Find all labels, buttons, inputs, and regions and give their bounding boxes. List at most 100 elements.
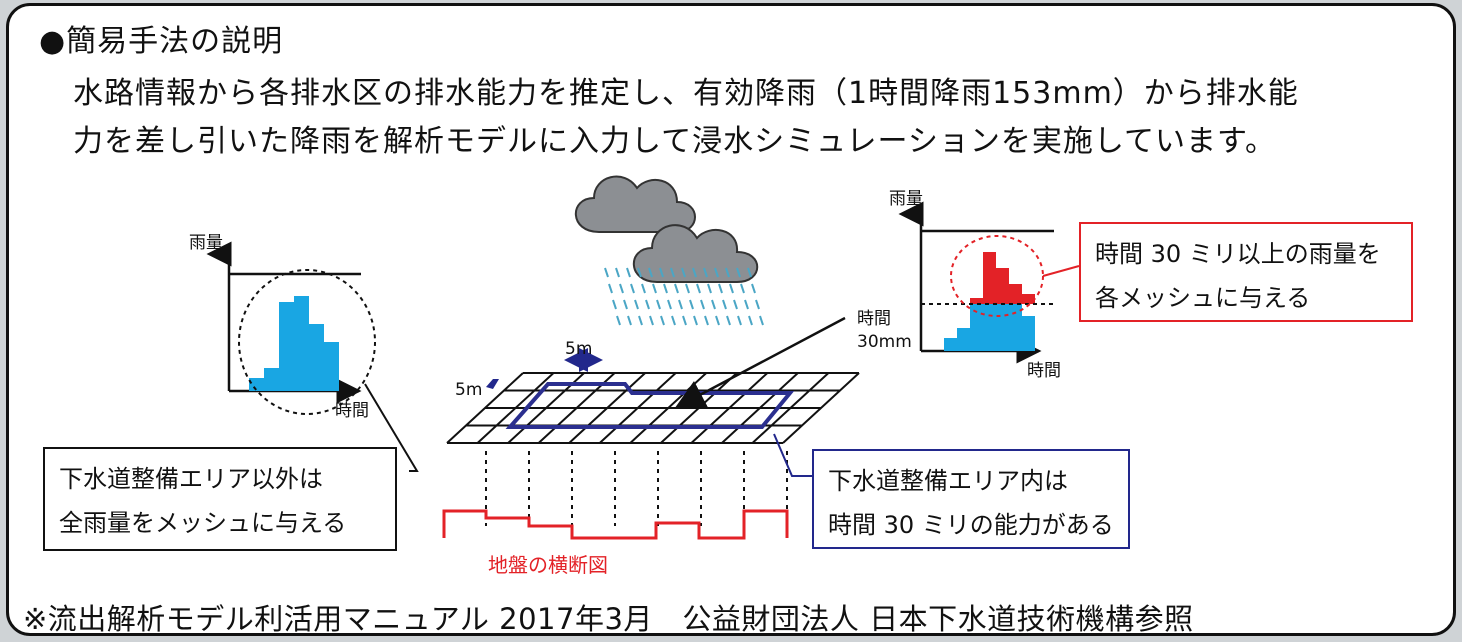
left-chart-xlabel: 時間	[335, 401, 369, 421]
excess-callout-line-2: 各メッシュに与える	[1095, 284, 1311, 312]
inside-callout-connector	[773, 433, 812, 477]
rain-streak	[711, 299, 716, 310]
right-chart-xlabel: 時間	[1027, 361, 1061, 381]
left-rain-bar	[309, 324, 324, 391]
rain-streak	[615, 267, 620, 278]
rain-streak	[641, 283, 646, 294]
rain-streak	[659, 267, 664, 278]
rain-streak	[649, 315, 654, 326]
rain-streak	[619, 283, 624, 294]
left-rain-bar	[294, 296, 309, 391]
rain-streak	[604, 267, 609, 278]
rain-streak	[736, 267, 741, 278]
rain-streak	[718, 283, 723, 294]
rain-streak	[733, 299, 738, 310]
right-excess-bar	[983, 252, 996, 304]
right-rain-bar	[983, 304, 996, 351]
mesh-column-line	[782, 372, 860, 444]
rain-streak	[751, 283, 756, 294]
rain-streak	[707, 283, 712, 294]
rain-streak	[608, 283, 613, 294]
rain-streak	[740, 283, 745, 294]
threshold-label-2: 30mm	[857, 332, 912, 352]
inside-area-callout: 下水道整備エリア内は 時間 30 ミリの能力がある	[812, 449, 1130, 549]
rain-streak	[660, 315, 665, 326]
rain-streak	[626, 267, 631, 278]
rain-streak	[682, 315, 687, 326]
excess-rain-callout: 時間 30 ミリ以上の雨量を 各メッシュに与える	[1079, 222, 1413, 322]
rain-streak	[671, 315, 676, 326]
rain-streak	[692, 267, 697, 278]
rain-streak	[652, 283, 657, 294]
right-rainfall-chart: 雨量 時間 時間 30mm	[857, 189, 1061, 381]
rain-streak	[715, 315, 720, 326]
rain-streak	[637, 267, 642, 278]
mesh-column-line	[446, 372, 524, 444]
mesh-column-line	[599, 372, 677, 444]
threshold-label-1: 時間	[857, 309, 891, 329]
left-callout-connector	[364, 383, 419, 472]
description-line-2: 力を差し引いた降雨を解析モデルに入力して浸水シミュレーションを実施しています。	[73, 124, 1276, 159]
left-rainfall-chart: 雨量 時間	[189, 233, 376, 421]
excess-callout-line-1: 時間 30 ミリ以上の雨量を	[1095, 240, 1381, 268]
description-line-1: 水路情報から各排水区の排水能力を推定し、有効降雨（1時間降雨153mm）から排水…	[73, 76, 1299, 111]
rain-streak	[693, 315, 698, 326]
cross-section-guides	[485, 451, 788, 526]
rain-cloud-icon	[574, 175, 759, 283]
rain-streak	[714, 267, 719, 278]
rain-streak	[634, 299, 639, 310]
rain-streak	[725, 267, 730, 278]
right-chart-ylabel: 雨量	[889, 189, 923, 209]
inside-callout-line-2: 時間 30 ミリの能力がある	[828, 511, 1114, 539]
rain-streak	[616, 315, 621, 326]
right-rain-bar	[996, 304, 1009, 351]
rain-streak	[667, 299, 672, 310]
rain-streak	[747, 267, 752, 278]
rain-streak	[737, 315, 742, 326]
rain-streaks	[604, 267, 764, 326]
rain-streak	[612, 299, 617, 310]
excess-callout-connector	[1042, 265, 1080, 277]
left-rain-bar	[249, 378, 264, 391]
rain-streak	[726, 315, 731, 326]
rain-streak	[700, 299, 705, 310]
method-diagram: 雨量 時間 5m 5m	[189, 175, 1080, 577]
rain-streak	[678, 299, 683, 310]
depth-dimension-marker	[486, 379, 499, 389]
rain-streak	[759, 315, 764, 326]
ground-cross-section-line	[442, 509, 789, 540]
left-rain-bar	[324, 342, 339, 391]
right-excess-bar	[996, 268, 1009, 304]
left-rain-bar	[264, 368, 279, 391]
inside-callout-line-1: 下水道整備エリア内は	[828, 467, 1068, 495]
left-chart-highlight	[238, 269, 376, 415]
right-rain-bar	[944, 338, 957, 351]
rain-streak	[627, 315, 632, 326]
rain-streak	[696, 283, 701, 294]
outside-callout-line-2: 全雨量をメッシュに与える	[59, 509, 347, 537]
rain-streak	[722, 299, 727, 310]
right-rain-bar	[970, 304, 983, 351]
left-chart-ylabel: 雨量	[189, 233, 223, 253]
rain-streak	[685, 283, 690, 294]
rain-streak	[623, 299, 628, 310]
right-excess-bar	[1009, 284, 1022, 304]
rain-streak	[704, 315, 709, 326]
mesh-column-line	[751, 372, 830, 444]
mesh-column-line	[568, 372, 646, 444]
rain-streak	[755, 299, 760, 310]
rain-streak	[729, 283, 734, 294]
section-heading: ●簡易手法の説明	[39, 24, 284, 59]
rain-streak	[663, 283, 668, 294]
rain-streak	[748, 315, 753, 326]
rain-streak	[656, 299, 661, 310]
rain-streak	[744, 299, 749, 310]
rain-streak	[630, 283, 635, 294]
outside-callout-line-1: 下水道整備エリア以外は	[59, 465, 323, 493]
depth-label: 5m	[455, 380, 482, 400]
source-footnote: ※流出解析モデル利活用マニュアル 2017年3月 公益財団法人 日本下水道技術機…	[23, 602, 1194, 636]
explanation-panel: ●簡易手法の説明 水路情報から各排水区の排水能力を推定し、有効降雨（1時間降雨1…	[6, 3, 1456, 636]
rain-streak	[674, 283, 679, 294]
right-rain-bar	[957, 328, 970, 351]
right-rain-bar	[1009, 304, 1022, 351]
